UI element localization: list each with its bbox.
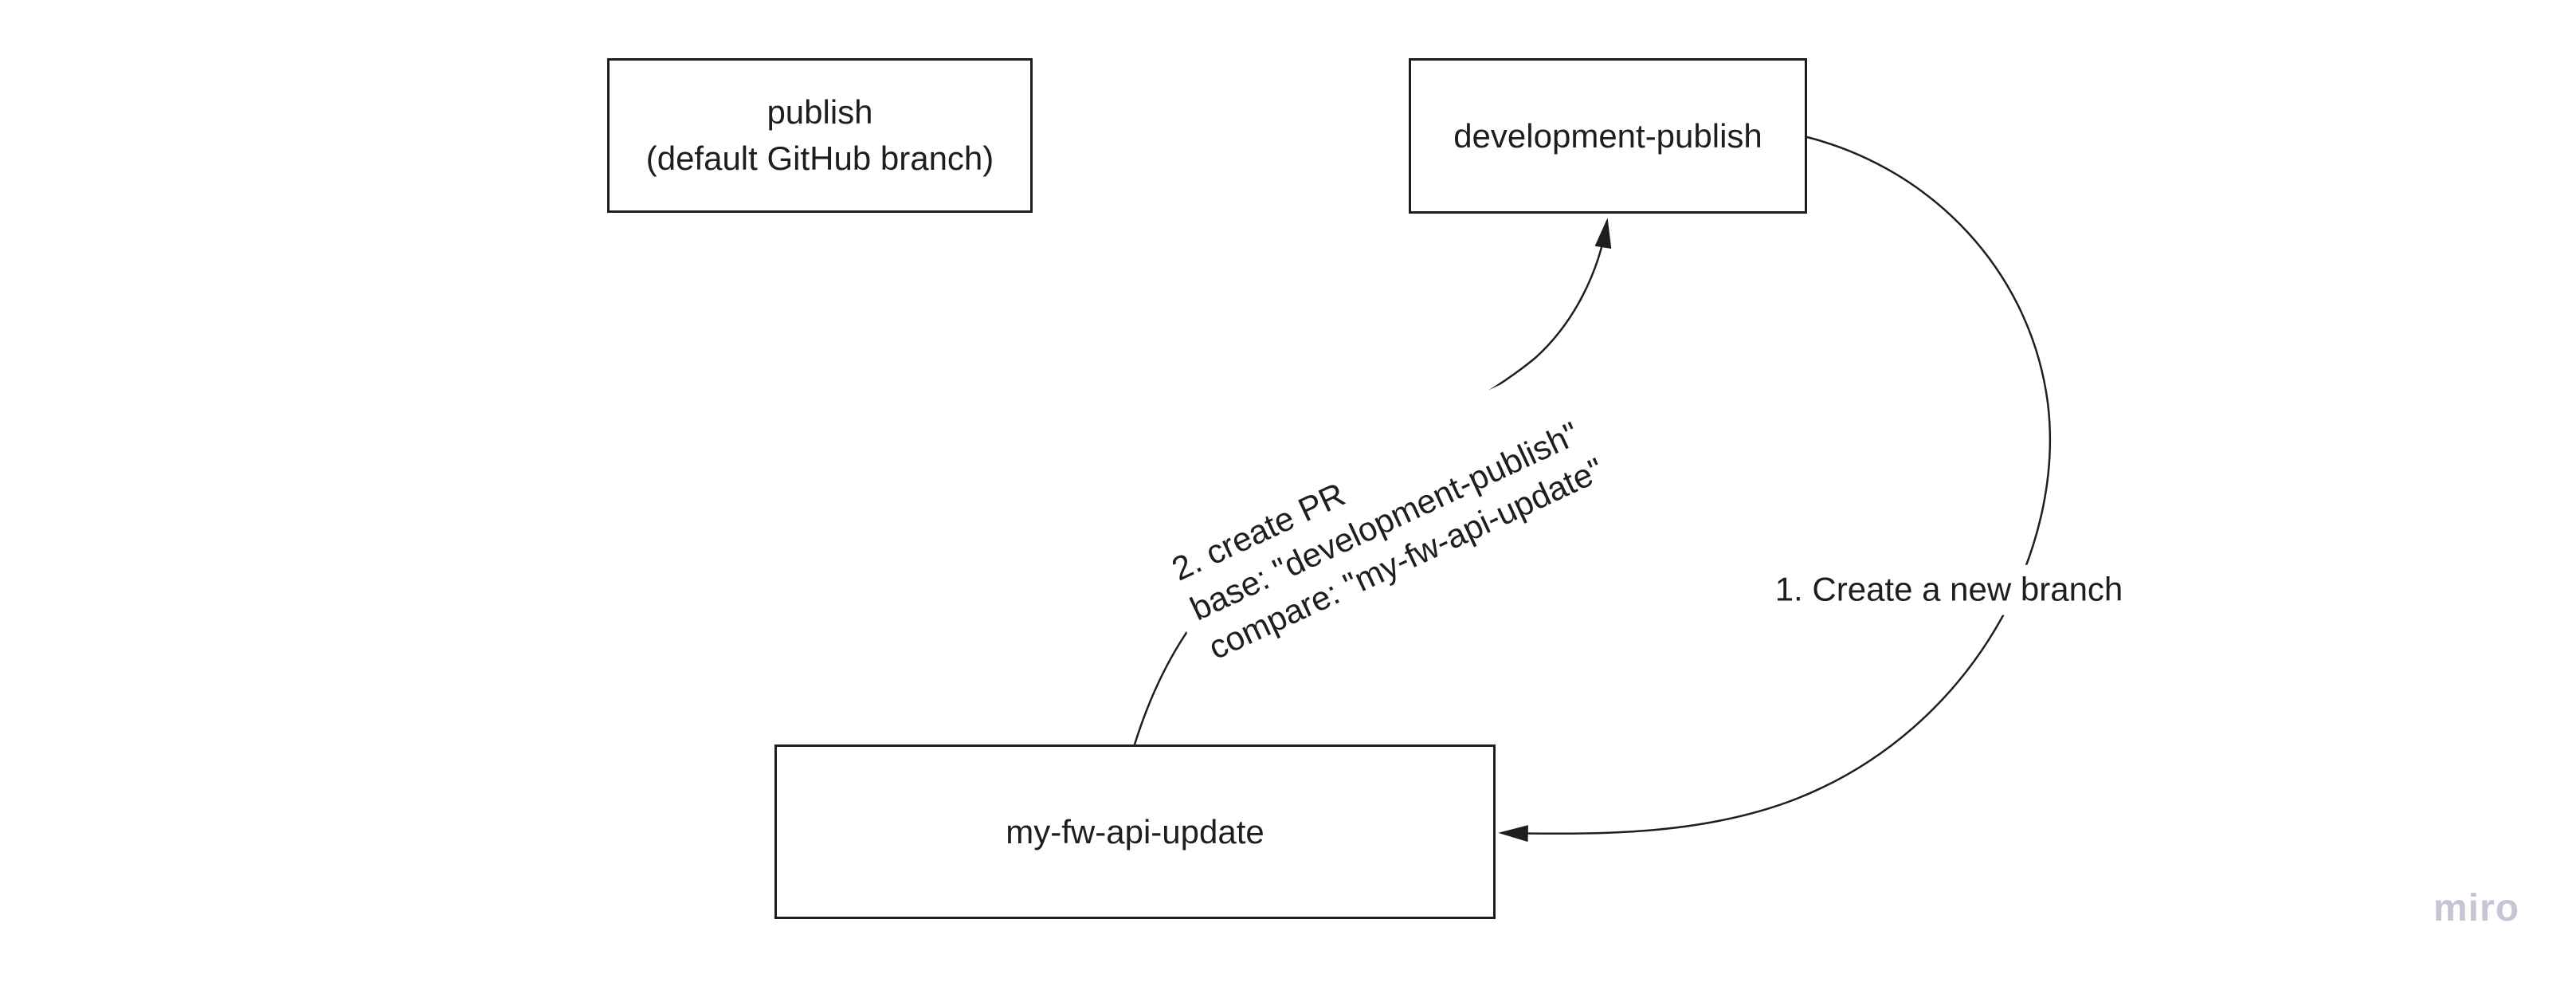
node-publish-label: publish (default GitHub branch) — [646, 89, 994, 182]
connector-create-branch-label[interactable]: 1. Create a new branch — [1763, 564, 2135, 615]
node-publish[interactable]: publish (default GitHub branch) — [607, 58, 1033, 213]
node-my-fw-api-update-label: my-fw-api-update — [1006, 812, 1264, 850]
node-my-fw-api-update[interactable]: my-fw-api-update — [774, 744, 1496, 919]
node-publish-label-line2: (default GitHub branch) — [645, 139, 994, 177]
node-publish-label-line1: publish — [767, 93, 873, 132]
node-development-publish-label: development-publish — [1453, 116, 1762, 155]
node-development-publish[interactable]: development-publish — [1409, 58, 1807, 214]
miro-logo: miro — [2433, 887, 2520, 929]
